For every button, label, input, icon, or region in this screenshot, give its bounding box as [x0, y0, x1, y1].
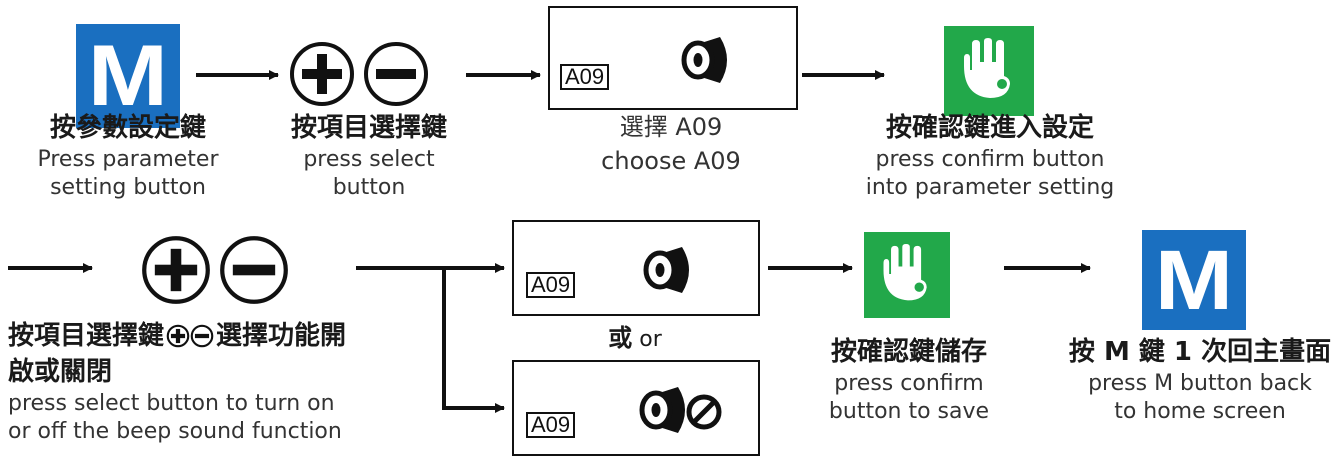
step5-zh-line2: 啟或關閉 [8, 357, 113, 387]
step7-label: 按 M 鍵 1 次回主畫面 press M button back to hom… [1060, 334, 1340, 426]
step5-zh-part1: 按項目選擇鍵 [8, 321, 165, 351]
plus-minus-buttons-2 [140, 234, 290, 306]
lcd-display-sound-off: A09 [512, 360, 760, 456]
lcd-code: A09 [526, 412, 576, 438]
step3-label: 選擇 A09 choose A09 [560, 110, 782, 178]
step6-en-line2: button to save [828, 399, 990, 424]
or-zh: 或 [608, 324, 633, 352]
step2-label: 按項目選擇鍵 press select button [258, 110, 480, 202]
minus-circle-icon [220, 236, 288, 304]
lcd-code: A09 [526, 272, 576, 298]
step6-label: 按確認鍵儲存 press confirm button to save [796, 334, 1022, 426]
or-label: 或 or [560, 318, 710, 353]
step5-en-line1: press select button to turn on [8, 391, 335, 416]
step1-en-line1: Press parameter [37, 147, 219, 172]
lcd-code: A09 [560, 64, 610, 90]
plus-circle-icon [166, 324, 190, 348]
step4-en-line1: press confirm button [875, 147, 1105, 172]
hand-confirm-icon [944, 26, 1034, 116]
step7-zh: 按 M 鍵 1 次回主畫面 [1068, 337, 1332, 367]
step5-label: 按項目選擇鍵 選擇功能開 啟或關閉 press select button to… [8, 318, 428, 446]
step7-en-line1: press M button back [1088, 371, 1312, 396]
step1-en-line2: setting button [50, 175, 206, 200]
step6-en-line1: press confirm [834, 371, 984, 396]
step6-zh: 按確認鍵儲存 [830, 337, 987, 367]
step2-en-line1: press select [303, 147, 435, 172]
step4-en-line2: into parameter setting [865, 175, 1115, 200]
step4-label: 按確認鍵進入設定 press confirm button into param… [820, 110, 1160, 202]
plus-minus-buttons [288, 40, 430, 108]
step5-zh-line1: 按項目選擇鍵 選擇功能開 [8, 318, 428, 354]
step5-zh-part2: 選擇功能開 [216, 321, 347, 351]
speaker-icon [643, 247, 689, 293]
step3-en: choose A09 [601, 147, 741, 175]
step7-en-line2: to home screen [1114, 399, 1286, 424]
hand-confirm-icon [864, 232, 950, 318]
lcd-display-a09: A09 [548, 6, 798, 110]
m-button-icon: M [1142, 230, 1246, 330]
speaker-icon [681, 37, 727, 83]
step1-label: 按參數設定鍵 Press parameter setting button [0, 110, 256, 202]
hand-glyph [883, 244, 927, 301]
m-button-icon: M [76, 24, 180, 128]
step2-zh: 按項目選擇鍵 [290, 113, 447, 143]
hand-glyph [964, 38, 1010, 98]
minus-circle-icon [190, 324, 214, 348]
step4-zh: 按確認鍵進入設定 [885, 113, 1094, 143]
plus-circle-icon [142, 236, 210, 304]
speaker-muted-icon [639, 387, 722, 433]
step3-zh: 選擇 A09 [619, 113, 723, 141]
lcd-display-sound-on: A09 [512, 220, 760, 316]
step1-zh: 按參數設定鍵 [49, 113, 206, 143]
plus-circle-icon [290, 42, 354, 106]
step5-en-line2: or off the beep sound function [8, 419, 342, 444]
step2-en-line2: button [332, 175, 406, 200]
minus-circle-icon [364, 42, 428, 106]
or-en: or [639, 327, 662, 352]
